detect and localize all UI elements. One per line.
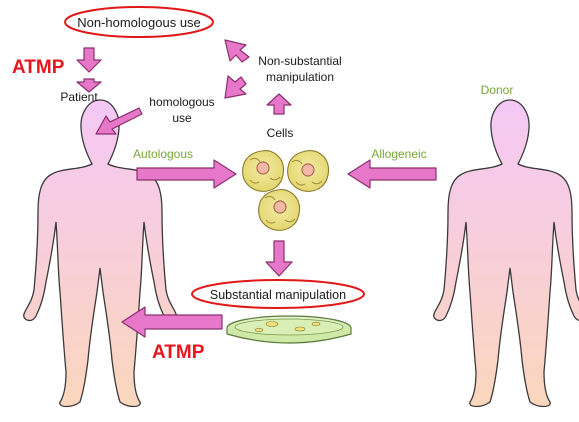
- patient-label: Patient: [60, 90, 98, 104]
- arrow-non-homologous-to-atmp: [76, 47, 102, 73]
- arrow-dish-to-patient: [121, 306, 223, 338]
- homologous-label-line2: use: [172, 111, 192, 125]
- arrow-cells-to-non-substantial: [266, 93, 292, 115]
- donor-figure: [433, 99, 579, 408]
- arrow-cells-to-substantial: [265, 240, 293, 277]
- substantial-manipulation-oval: [191, 279, 365, 309]
- non-substantial-label-line1: Non-substantial: [258, 54, 341, 68]
- arrow-homologous-to-patient: [95, 107, 143, 135]
- arrow-atmp-to-patient: [76, 78, 102, 93]
- arrow-non-substantial-to-homologous: [224, 75, 247, 99]
- non-homologous-use-label: Non-homologous use: [77, 15, 201, 30]
- non-substantial-label-line2: manipulation: [266, 70, 334, 84]
- petri-dish: [226, 315, 352, 344]
- allogeneic-label: Allogeneic: [371, 147, 426, 161]
- donor-label: Donor: [481, 83, 514, 97]
- homologous-label-line1: homologous: [149, 95, 214, 109]
- cell-3: [258, 189, 301, 231]
- cells-label: Cells: [267, 126, 294, 140]
- arrow-allogeneic: [347, 159, 437, 189]
- arrow-non-substantial-to-non-homologous: [224, 39, 250, 63]
- arrow-autologous: [136, 159, 237, 189]
- cells-cluster: [242, 150, 330, 231]
- atmp-top-label: ATMP: [12, 57, 65, 78]
- autologous-label: Autologous: [133, 147, 193, 161]
- cell-2: [287, 150, 330, 192]
- non-homologous-oval: [64, 6, 214, 38]
- cell-1: [242, 150, 285, 192]
- atmp-bottom-label: ATMP: [152, 342, 205, 363]
- substantial-manipulation-label: Substantial manipulation: [210, 288, 346, 302]
